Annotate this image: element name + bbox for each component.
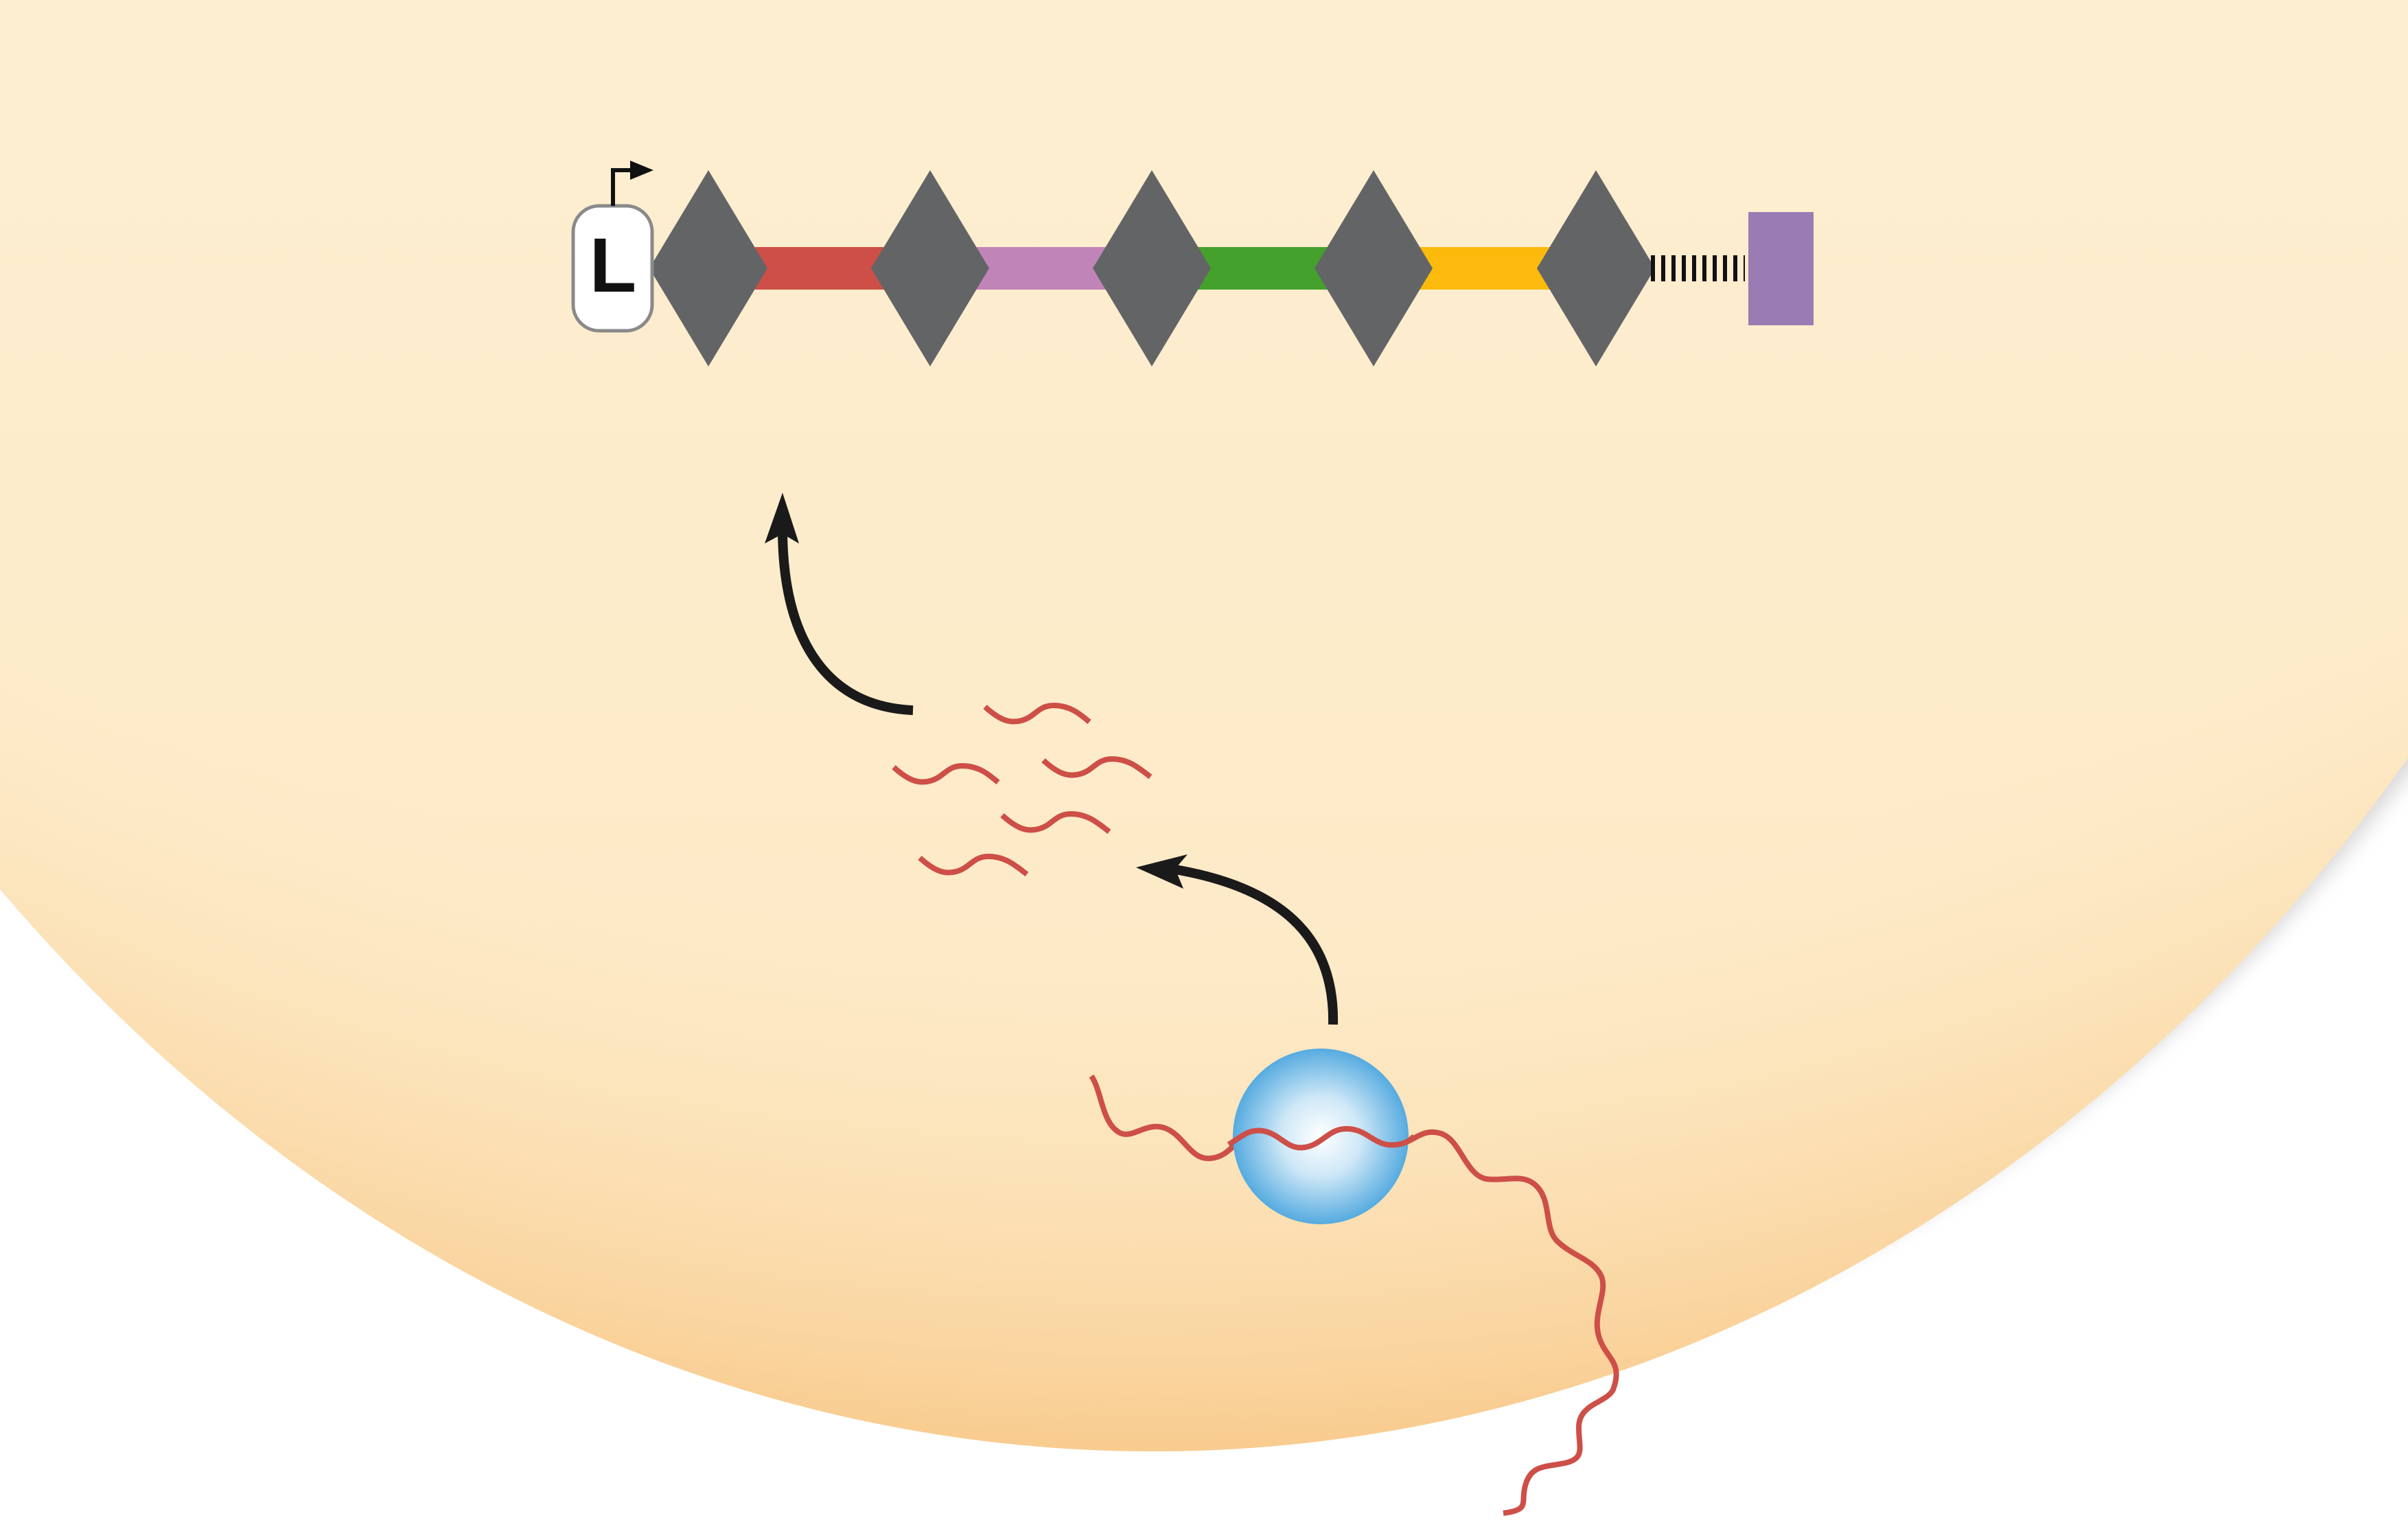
hairpin-4 — [1315, 170, 1433, 366]
cell — [0, 0, 2408, 1451]
mrna-fragments — [892, 702, 1153, 877]
mrna-fragment — [983, 702, 1091, 725]
mrna-strand — [1089, 1074, 1619, 1516]
mrna-fragment — [1000, 810, 1111, 834]
hairpin-2 — [871, 170, 989, 366]
promoter-arrowhead — [630, 161, 653, 180]
hairpin-5 — [1537, 170, 1655, 366]
mrna-over-ribosome — [1227, 1125, 1416, 1151]
gene-segment-red — [755, 247, 892, 290]
ribosome — [1233, 1049, 1409, 1224]
mrna-fragment — [892, 762, 1000, 785]
arrow-to-operon — [765, 493, 914, 715]
operon: L — [571, 161, 1814, 366]
hairpin-1 — [649, 170, 767, 366]
cell-rim — [0, 0, 2408, 1451]
gene-segment-green — [1194, 247, 1332, 290]
leader-label: L — [590, 222, 636, 308]
arrow-to-fragments — [1136, 854, 1339, 1025]
promoter-arrow — [611, 168, 632, 206]
mrna-fragment — [918, 853, 1029, 877]
gene-segment-yellow — [1417, 247, 1555, 290]
hairpin-3 — [1093, 170, 1211, 366]
mrna-fragment — [1041, 756, 1153, 780]
terminal-block — [1748, 212, 1814, 325]
gene-segment-pink — [975, 247, 1112, 290]
